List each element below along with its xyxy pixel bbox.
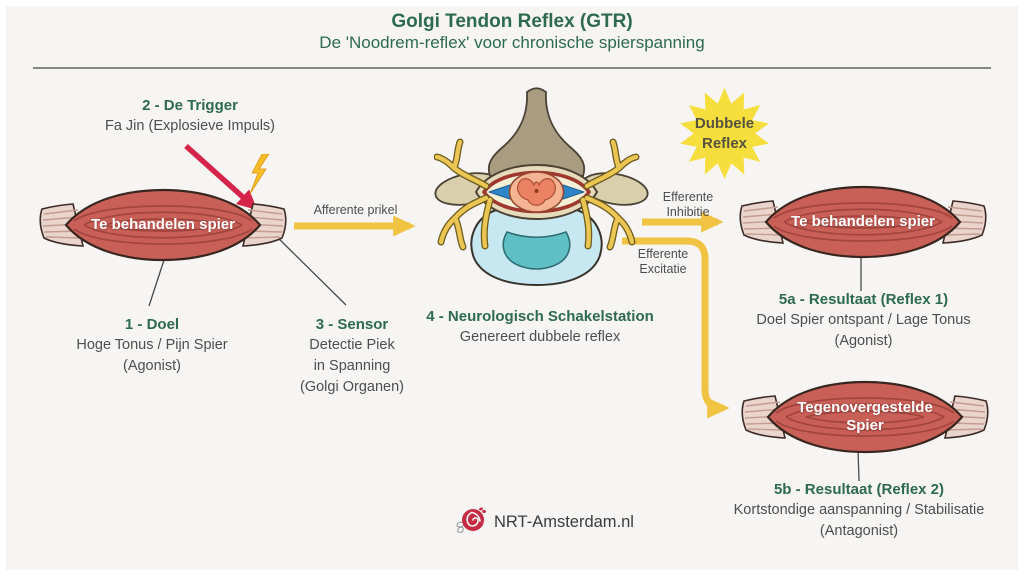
starburst-badge xyxy=(680,87,769,180)
afferent-label: Afferente prikel xyxy=(313,203,398,217)
brand-name: NRT-Amsterdam.nl xyxy=(494,512,634,531)
muscle-bottom-right-illustration xyxy=(741,380,989,454)
resultaat-5b-block: 5b - Resultaat (Reflex 2) Kortstondige a… xyxy=(733,481,985,539)
page-title: Golgi Tendon Reflex (GTR) xyxy=(391,11,633,32)
trigger-title: 2 - De Trigger xyxy=(142,97,238,114)
lightning-icon xyxy=(249,154,270,194)
trigger-subtitle: Fa Jin (Explosieve Impuls) xyxy=(104,118,276,134)
muscle-top-right-illustration xyxy=(739,185,987,259)
diagram-canvas: Golgi Tendon Reflex (GTR) De 'Noodrem-re… xyxy=(6,6,1018,570)
schakelstation-block: 4 - Neurologisch Schakelstation Genereer… xyxy=(426,308,654,345)
efferent-inhibitie-label: Efferente Inhibitie xyxy=(662,190,714,219)
sensor-block: 3 - Sensor Detectie Piek in Spanning (Go… xyxy=(300,316,404,395)
brand-footer: NRT-Amsterdam.nl xyxy=(455,506,634,538)
doel-block: 1 - Doel Hoge Tonus / Pijn Spier (Agonis… xyxy=(76,316,228,374)
efferent-excitatie-label: Efferente Excitatie xyxy=(637,247,689,276)
rose-icon xyxy=(456,507,486,533)
header-divider xyxy=(33,67,991,69)
starburst-text: Dubbele Reflex xyxy=(694,114,755,152)
muscle-left-illustration xyxy=(39,188,287,262)
vertebra-illustration xyxy=(434,87,649,286)
page-subtitle: De 'Noodrem-reflex' voor chronische spie… xyxy=(319,33,705,52)
resultaat-5a-block: 5a - Resultaat (Reflex 1) Doel Spier ont… xyxy=(756,291,971,349)
